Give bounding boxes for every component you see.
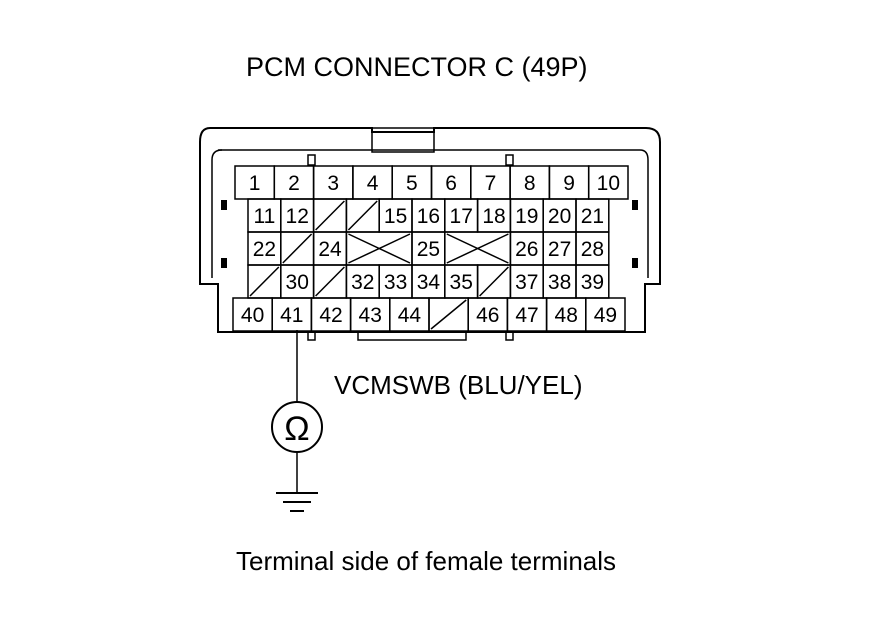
terminal-label: 39 [581,271,604,294]
side-key-left-bottom [221,258,227,268]
terminal-label: 7 [485,172,497,195]
bottom-key-right [505,331,514,341]
top-latch [371,127,435,153]
unused-terminal-slash [347,200,378,231]
terminal-cell [585,297,626,332]
connector-housing-outer [199,127,661,333]
diagram-caption: Terminal side of female terminals [236,546,617,576]
unused-terminal-cross [446,233,509,264]
terminal-label: 44 [398,304,422,327]
unused-terminal-slash [282,233,313,264]
terminal-label: 48 [555,304,578,327]
bottom-key-left [307,331,316,341]
terminal-label-probe: 41 [280,304,303,327]
terminal-label: 1 [249,172,261,195]
unused-terminal-slash [249,266,280,297]
terminal-label: 8 [524,172,536,195]
ohmmeter-symbol: Ω [284,410,309,448]
connector-housing-inner [218,149,649,278]
terminal-label: 17 [450,205,473,228]
terminal-label: 49 [594,304,617,327]
terminal-label: 9 [563,172,575,195]
connector-housing-inner-left [211,149,223,278]
terminal-label: 19 [515,205,538,228]
side-key-right-top [632,200,638,210]
terminal-label: 4 [367,172,379,195]
terminal-label: 25 [417,238,440,261]
terminal-label: 2 [288,172,300,195]
terminal-label: 38 [548,271,571,294]
side-key-right-bottom [632,258,638,268]
terminal-label: 11 [253,205,275,228]
ground-symbol-icon [276,492,318,512]
terminal-label: 30 [286,271,309,294]
unused-terminal-slash [315,200,345,231]
terminal-label: 3 [327,172,339,195]
terminal-label: 15 [384,205,407,228]
terminal-label: 35 [450,271,473,294]
terminal-label: 34 [417,271,441,294]
terminal-label: 16 [417,205,440,228]
terminal-label: 46 [476,304,499,327]
terminal-label: 24 [318,238,342,261]
terminal-label: 32 [351,271,374,294]
terminal-label: 37 [515,271,538,294]
unused-terminal-slash [315,266,345,297]
terminal-label: 5 [406,172,418,195]
unused-terminal-cross [348,233,411,264]
terminal-label: 42 [319,304,342,327]
terminal-label: 40 [241,304,264,327]
terminal-label: 12 [286,205,309,228]
unused-terminal-slash [430,299,467,330]
terminal-label: 26 [515,238,538,261]
terminal-label: 6 [445,172,457,195]
terminal-label: 33 [384,271,407,294]
top-key-right [505,154,514,166]
terminal-label: 22 [253,238,276,261]
terminal-label: 10 [597,172,620,195]
top-key-left [307,154,316,166]
terminal-label: 28 [581,238,604,261]
terminal-label: 47 [515,304,538,327]
terminal-label: 20 [548,205,571,228]
diagram-title: PCM CONNECTOR C (49P) [246,52,588,82]
bottom-latch [357,331,467,341]
terminal-label: 18 [482,205,505,228]
terminal-label: 21 [581,205,604,228]
unused-terminal-slash [479,266,509,297]
side-key-left-top [221,200,227,210]
terminal-label: 43 [359,304,382,327]
wire-label: VCMSWB (BLU/YEL) [334,370,583,400]
terminal-label: 27 [548,238,571,261]
